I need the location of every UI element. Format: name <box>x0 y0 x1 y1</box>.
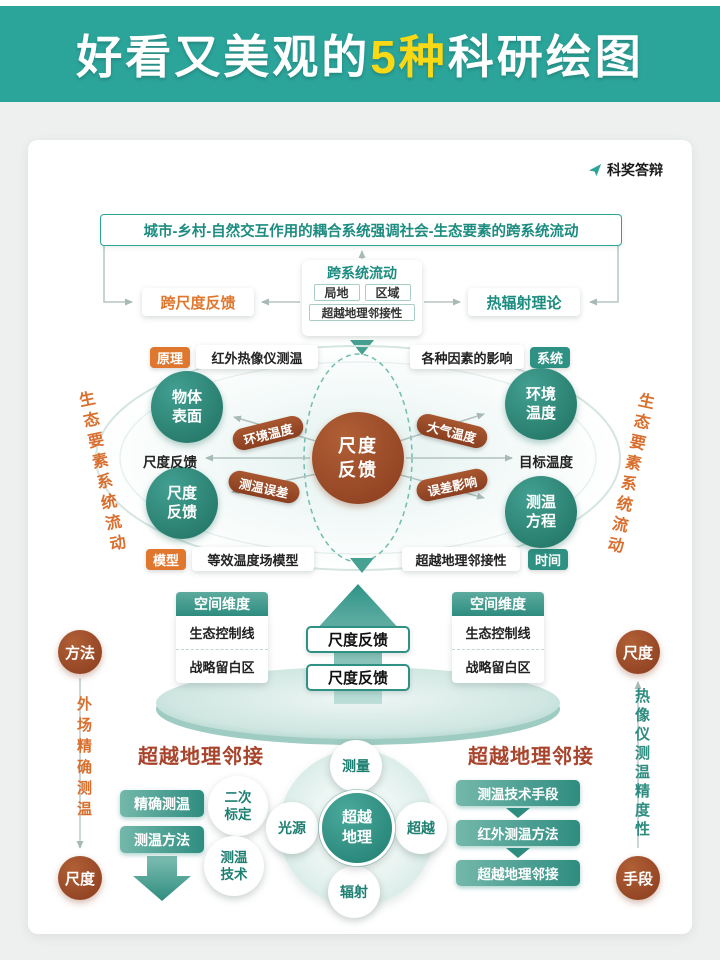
ellipse-down-triangle <box>350 558 374 573</box>
bottom-left-down-arrow <box>133 856 191 901</box>
pill-beyond-geo-adjacency: 超越地理邻接 <box>456 860 580 886</box>
box-equivalent-temperature-field: 等效温度场模型 <box>192 547 314 571</box>
panel-row-strategic-reserve: 战略留白区 <box>452 649 544 682</box>
node-cross-scale-feedback: 跨尺度反馈 <box>142 288 254 316</box>
panel-row-eco-control-line: 生态控制线 <box>465 626 531 641</box>
pill-accurate-measurement: 精确测温 <box>120 790 204 817</box>
circle-measurement-technology: 测温技术 <box>204 836 264 896</box>
circle-label: 反馈 <box>166 504 197 521</box>
tag-time: 时间 <box>528 549 568 570</box>
chevron-down-icon <box>506 808 530 818</box>
circle-label: 超越 <box>407 819 435 836</box>
brand-icon <box>588 163 602 176</box>
circle-label: 方程 <box>525 513 556 530</box>
pill-measurement-method: 测温方法 <box>120 826 204 853</box>
brand-name: 科奖答辩 <box>607 162 663 178</box>
box-beyond-geo-adjacency: 超越地理邻接性 <box>402 547 520 571</box>
top-banner: 城市-乡村-自然交互作用的耦合系统强调社会-生态要素的跨系统流动 <box>100 214 622 246</box>
panel-left-title: 空间维度 <box>176 592 268 616</box>
title-suffix: 科研绘图 <box>447 31 644 83</box>
panel-right-body: 生态控制线 战略留白区 <box>452 616 544 683</box>
circle-label: 测温 <box>220 850 248 865</box>
panel-row-strategic-reserve: 战略留白区 <box>176 649 268 682</box>
bottom-left-title: 超越地理邻接 <box>138 746 264 768</box>
circle-label: 温度 <box>525 405 556 422</box>
rail-right-text: 热像仪测温精度性 <box>633 688 650 840</box>
brand-logo: 科奖答辩 <box>588 160 663 180</box>
flow-region: 区域 <box>364 284 411 301</box>
feedback-box-2: 尺度反馈 <box>306 664 410 691</box>
hub-center-beyond-geography: 超越地理 <box>319 790 395 866</box>
page-header: 好看又美观的5种科研绘图 <box>0 6 720 102</box>
page-title: 好看又美观的5种科研绘图 <box>76 21 644 87</box>
circle-label: 测温 <box>525 494 556 511</box>
circle-label: 环境 <box>525 386 556 403</box>
circle-label: 标定 <box>224 807 252 822</box>
circle-object-surface: 物体表面 <box>151 371 223 443</box>
pill-measurement-tech-means: 测温技术手段 <box>456 780 580 806</box>
flow-beyond: 超越地理邻接性 <box>309 304 415 321</box>
flow-local: 局地 <box>313 284 360 301</box>
hub-node-beyond: 超越 <box>395 802 447 854</box>
center-label: 尺度 <box>338 436 378 456</box>
circle-label: 测量 <box>342 757 370 774</box>
rail-lines <box>76 678 642 849</box>
hub-node-measure: 测量 <box>330 740 382 792</box>
bottom-right-title: 超越地理邻接 <box>468 746 594 768</box>
box-various-factors: 各种因素的影响 <box>410 345 524 369</box>
rail-left-text: 外场精确测温 <box>75 696 92 822</box>
chevron-down-icon <box>506 848 530 858</box>
title-highlight: 5种 <box>370 31 448 83</box>
tag-principle: 原理 <box>150 347 190 368</box>
hub-center-label: 地理 <box>341 829 372 846</box>
center-scale-feedback-circle: 尺度反馈 <box>312 412 404 504</box>
pill-infrared-measurement-method: 红外测温方法 <box>456 820 580 846</box>
circle-label: 辐射 <box>340 883 368 900</box>
circle-label: 物体 <box>171 389 202 406</box>
circle-label: 技术 <box>220 867 248 882</box>
panel-row-eco-control-line: 生态控制线 <box>189 626 255 641</box>
circle-label: 尺度 <box>166 485 197 502</box>
hub-node-radiation: 辐射 <box>328 866 380 918</box>
flow-box-title: 跨系统流动 <box>327 265 397 281</box>
panel-left-body: 生态控制线 战略留白区 <box>176 616 268 683</box>
hub-node-light-source: 光源 <box>266 802 318 854</box>
tag-model: 模型 <box>146 549 186 570</box>
hub-center-label: 超越 <box>341 809 372 826</box>
circle-scale-feedback: 尺度反馈 <box>146 467 218 539</box>
label-scale-feedback: 尺度反馈 <box>143 455 197 470</box>
circle-environment-temperature: 环境温度 <box>505 368 577 440</box>
circle-temperature-equation: 测温方程 <box>505 476 577 548</box>
feedback-box-1: 尺度反馈 <box>306 626 410 653</box>
title-prefix: 好看又美观的 <box>76 31 371 83</box>
box-infrared-thermal-imaging: 红外热像仪测温 <box>196 345 318 369</box>
circle-label: 表面 <box>171 408 202 425</box>
label-target-temperature: 目标温度 <box>519 455 573 470</box>
cross-system-flow-box: 跨系统流动 局地 区域 超越地理邻接性 <box>302 260 422 336</box>
banner-connectors <box>103 246 619 306</box>
flow-down-triangle <box>350 340 374 355</box>
node-thermal-radiation-theory: 热辐射理论 <box>468 288 580 316</box>
circle-label: 二次 <box>224 790 252 805</box>
rail-right-means-circle: 手段 <box>616 856 660 900</box>
rail-right-scale-circle: 尺度 <box>616 630 660 674</box>
rail-left-scale-circle: 尺度 <box>58 856 102 900</box>
panel-right-title: 空间维度 <box>452 592 544 616</box>
circle-secondary-calibration: 二次标定 <box>208 776 268 836</box>
circle-label: 光源 <box>278 819 306 836</box>
center-label: 反馈 <box>338 460 378 480</box>
rail-left-method-circle: 方法 <box>58 630 102 674</box>
flow-box-row: 局地 区域 <box>313 284 411 301</box>
tag-system: 系统 <box>530 347 570 368</box>
